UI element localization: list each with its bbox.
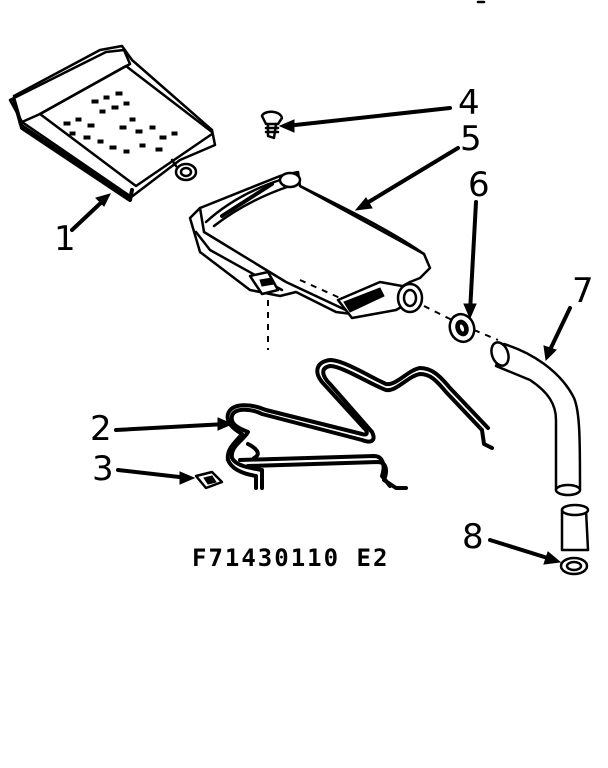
callout-8: 8: [462, 517, 484, 557]
callout-5: 5: [460, 119, 482, 159]
part-2-wire-rod: [225, 358, 494, 490]
callout-6: 6: [468, 165, 490, 205]
callout-7: 7: [572, 271, 594, 311]
drawing-code: F71430110 E2: [192, 544, 389, 572]
part-4-screw: [260, 110, 284, 140]
part-7-elbow-hose: [490, 341, 582, 497]
alignment-line-housing: [299, 279, 341, 299]
alignment-line-gasket: [473, 329, 499, 341]
callout-arrows: [70, 106, 572, 565]
part-1-dispenser-cover: [8, 44, 217, 202]
callout-3: 3: [92, 449, 114, 489]
callout-1: 1: [54, 219, 76, 259]
alignment-line-outlet: [423, 305, 453, 321]
part-8-hose-end: [559, 503, 590, 576]
callout-2: 2: [90, 409, 112, 449]
part-3-clip: [194, 470, 224, 490]
part-6-gasket: [448, 312, 476, 344]
part-5-dispenser-housing: [188, 170, 432, 320]
callout-4: 4: [458, 83, 480, 123]
